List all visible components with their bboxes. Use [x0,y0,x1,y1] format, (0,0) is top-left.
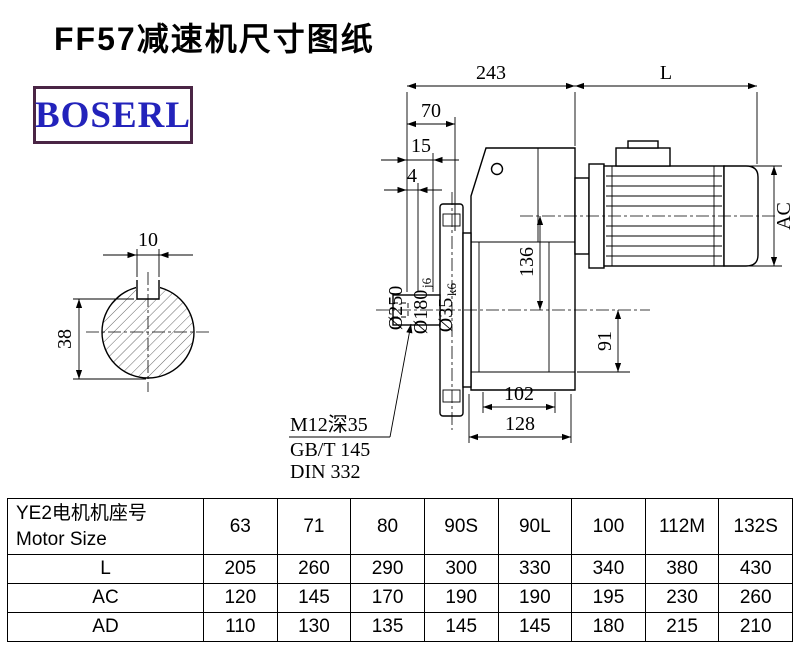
dim-136-label: 136 [516,247,538,277]
motor-fins [606,175,722,257]
motor-size-column: 132S [718,498,793,555]
dim-102-label: 102 [504,383,534,405]
motor-size-column: 90S [423,498,499,555]
eye-bolt-hole [490,162,504,176]
table-cell: 290 [350,554,425,584]
table-cell: 170 [350,583,425,613]
table-cell: 340 [571,554,646,584]
thread-notes: M12深35 GB/T 145 DIN 332 [289,323,413,483]
motor-size-column: 100 [571,498,646,555]
note-gb-standard: GB/T 145 [290,439,370,461]
table-row-AD: AD 110 130 135 145 145 180 215 210 [7,612,793,642]
table-row-L: L 205 260 290 300 330 340 380 430 [7,554,793,584]
technical-drawing: 10 38 [54,62,795,483]
row-label: L [7,554,204,584]
dim-spigot-tolerance-label: j6 [419,277,434,289]
table-cell: 210 [718,612,793,642]
header-motor-size-cell: YE2电机机座号 Motor Size [7,498,204,555]
dim-243-label: 243 [476,62,506,84]
table-cell: 430 [718,554,793,584]
table-cell: 260 [276,554,352,584]
dim-flange-diameter-label: Ø250 [385,286,407,330]
table-cell: 215 [644,612,720,642]
table-cell: 110 [203,612,278,642]
brand-logo-text: BOSERL [34,94,192,136]
motor-size-column: 80 [350,498,425,555]
motor-size-column: 90L [497,498,573,555]
table-cell: 195 [571,583,646,613]
flange-bolt-hole [442,389,461,403]
dim-AC-label: AC [773,202,795,230]
table-cell: 180 [571,612,646,642]
header-motor-size-en: Motor Size [16,528,107,550]
dim-70-label: 70 [421,100,441,122]
header-motor-size-cn: YE2电机机座号 [16,502,147,524]
table-cell: 120 [203,583,278,613]
table-row-AC: AC 120 145 170 190 190 195 230 260 [7,583,793,613]
motor-size-column: 63 [203,498,278,555]
dimensions: 243 L 70 15 4 AC Ø250 [381,62,795,443]
terminal-box [615,147,671,167]
dim-L-label: L [660,62,672,84]
dim-key-width-label: 10 [138,229,158,251]
table-cell: 145 [276,583,352,613]
brand-logo-box: BOSERL [33,86,193,144]
shaft-section-view: 10 38 [54,229,210,392]
dim-4-label: 4 [407,165,417,187]
table-cell: 260 [718,583,793,613]
motor-size-column: 71 [276,498,352,555]
dim-shaft-tolerance-label: k6 [444,283,459,297]
dim-128-label: 128 [505,413,535,435]
table-cell: 190 [497,583,573,613]
table-cell: 190 [423,583,499,613]
leader-line [389,323,413,438]
note-din-standard: DIN 332 [290,461,361,483]
row-label: AC [7,583,204,613]
table-cell: 330 [497,554,573,584]
table-cell: 145 [423,612,499,642]
page-title: FF57减速机尺寸图纸 [54,21,375,57]
terminal-box-cap [627,140,659,149]
dim-shaft-diameter-label: Ø35 [435,298,457,332]
table-cell: 230 [644,583,720,613]
motor-size-column: 112M [644,498,720,555]
table-cell: 145 [497,612,573,642]
table-header-row: YE2电机机座号 Motor Size 63 71 80 90S 90L 100… [7,498,793,555]
note-thread: M12深35 [290,413,368,436]
table-cell: 205 [203,554,278,584]
table-cell: 135 [350,612,425,642]
row-label: AD [7,612,204,642]
dim-15-label: 15 [411,135,431,157]
dim-key-height-label: 38 [54,329,76,349]
side-view [376,140,778,430]
table-cell: 380 [644,554,720,584]
table-cell: 300 [423,554,499,584]
flange-bolt-hole [442,213,461,227]
table-cell: 130 [276,612,352,642]
motor-size-table: YE2电机机座号 Motor Size 63 71 80 90S 90L 100… [7,498,793,642]
dim-91-label: 91 [594,331,616,351]
dim-spigot-diameter-label: Ø180 [410,290,432,334]
